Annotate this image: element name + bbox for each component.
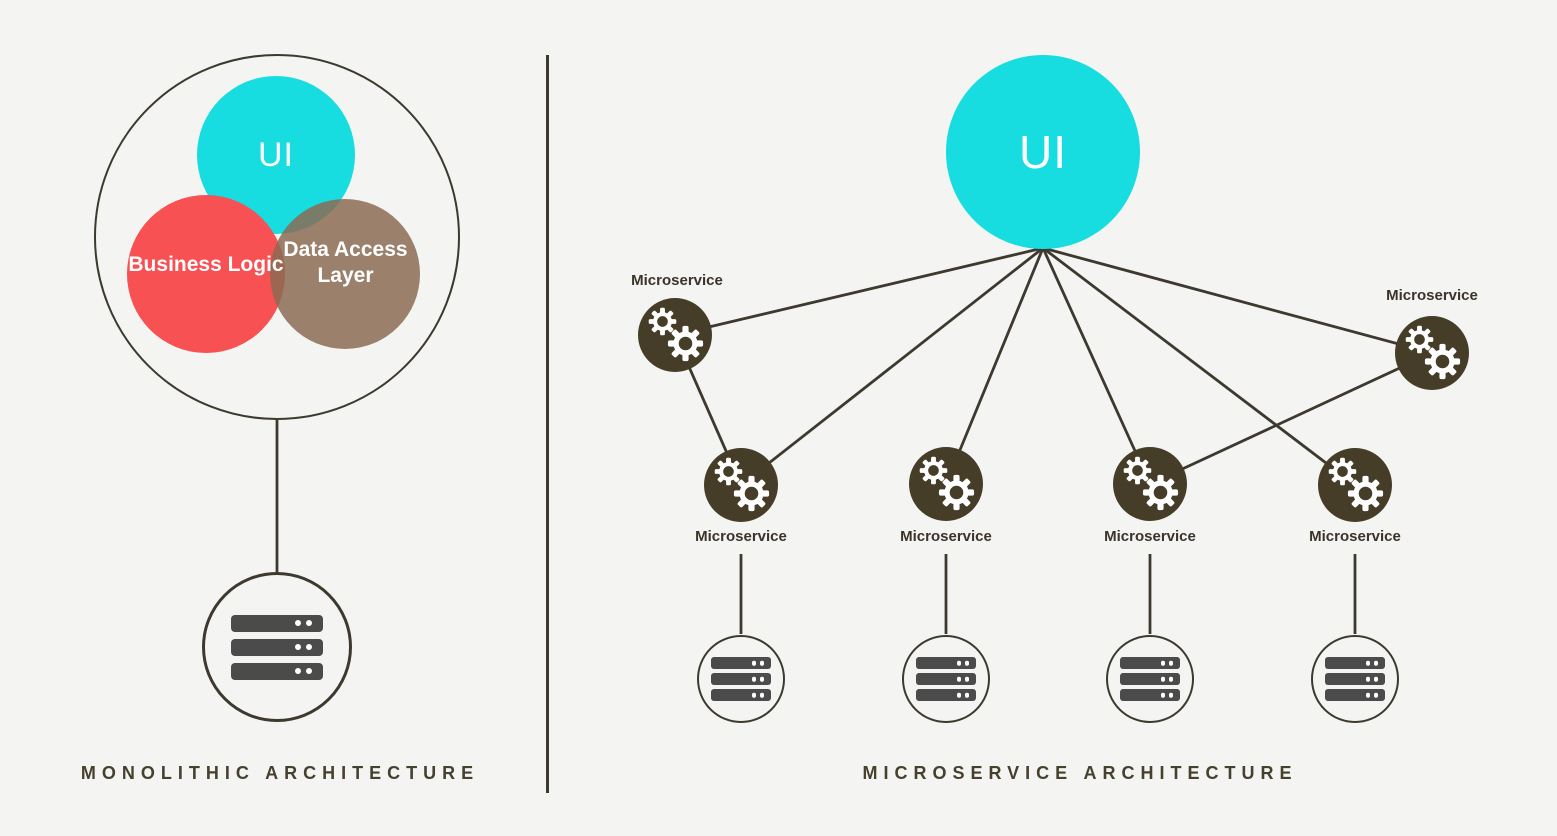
microservice-label: Microservice [1104, 528, 1196, 545]
monolith-database-circle [202, 572, 352, 722]
data-access-circle [270, 199, 420, 349]
server-icon [1120, 657, 1180, 701]
gear-icon [733, 475, 770, 512]
database-circle [1106, 635, 1194, 723]
microservice-label: Microservice [900, 528, 992, 545]
ms-upper-right-to-ms-3 [1149, 351, 1433, 486]
server-icon [1325, 657, 1385, 701]
server-icon [711, 657, 771, 701]
server-icon [231, 614, 323, 680]
database-circle [902, 635, 990, 723]
gear-icon [1142, 474, 1179, 511]
monolith-boundary-circle [94, 54, 460, 420]
ui-to-ms-2 [944, 247, 1045, 485]
server-icon [916, 657, 976, 701]
business-logic-label: Business Logic [128, 253, 284, 276]
gear-icon [938, 474, 975, 511]
microservice-node [909, 447, 983, 521]
ui-to-ms-upper-right [1042, 246, 1433, 355]
microservice-node [1113, 447, 1187, 521]
ui-circle: UI [946, 55, 1140, 249]
database-circle [697, 635, 785, 723]
microservice-title: MICROSERVICE ARCHITECTURE [862, 763, 1298, 783]
gear-icon [1424, 343, 1461, 380]
ui-layer-label: UI [258, 135, 294, 174]
database-circle [1311, 635, 1399, 723]
ui-label: UI [1019, 126, 1067, 178]
data-access-label: Data Access Layer [283, 238, 408, 287]
ui-to-ms-1 [740, 246, 1044, 487]
ui-to-ms-upper-left [674, 246, 1044, 337]
gear-icon [1347, 475, 1384, 512]
microservice-node [638, 298, 712, 372]
ui-to-ms-4 [1042, 246, 1356, 487]
panel-divider [546, 55, 549, 793]
microservice-label: Microservice [695, 528, 787, 545]
monolithic-title: MONOLITHIC ARCHITECTURE [80, 763, 480, 783]
microservice-label: Microservice [1386, 287, 1478, 304]
microservice-node [1395, 316, 1469, 390]
microservice-node [1318, 448, 1392, 522]
microservice-label: Microservice [631, 272, 723, 289]
gear-icon [667, 325, 704, 362]
business-logic-circle [127, 195, 285, 353]
microservice-node [704, 448, 778, 522]
microservice-label: Microservice [1309, 528, 1401, 545]
ui-to-ms-3 [1041, 247, 1152, 485]
